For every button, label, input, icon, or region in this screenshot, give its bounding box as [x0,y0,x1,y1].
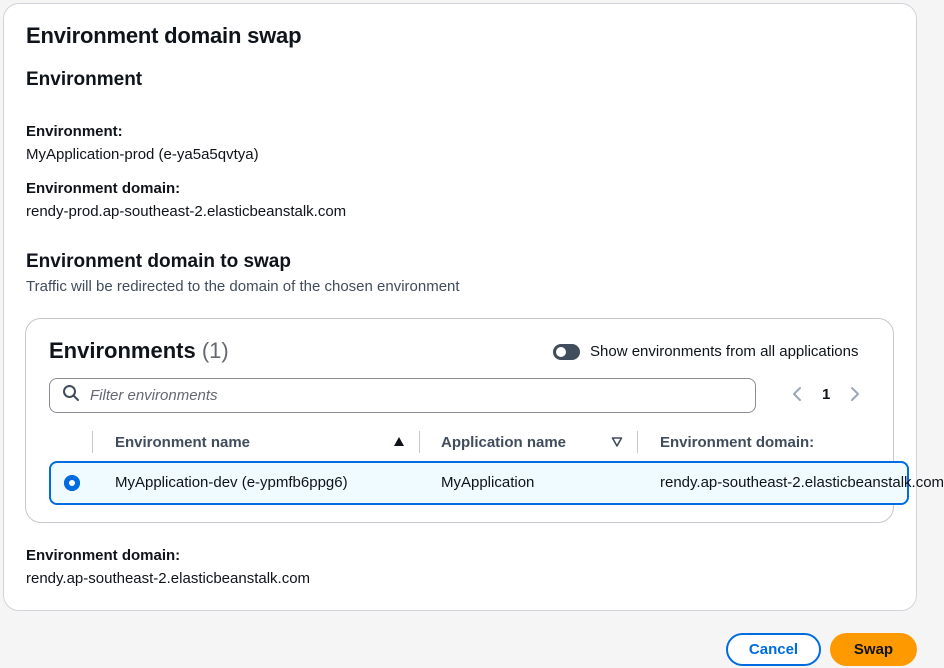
filter-box[interactable] [49,378,756,413]
chevron-left-icon[interactable] [790,384,804,404]
table-title-text: Environments [49,338,196,363]
column-divider [92,431,93,453]
toggle-switch[interactable] [553,343,580,360]
environment-label: Environment: [26,123,123,140]
cell-environment-domain: rendy.ap-southeast-2.elasticbeanstalk.co… [660,474,944,491]
cell-environment-name: MyApplication-dev (e-ypmfb6ppg6) [115,474,348,491]
environment-domain-label: Environment domain: [26,180,181,197]
swap-heading: Environment domain to swap [26,251,291,272]
table-title: Environments (1) [49,338,229,364]
environment-value: MyApplication-prod (e-ya5a5qvtya) [26,146,259,163]
filter-input[interactable] [90,387,710,404]
column-divider[interactable] [419,431,420,453]
table-header: Environment name Application name Enviro… [26,425,893,459]
domain-swap-panel: Environment domain swap Environment Envi… [3,3,944,611]
environment-domain-value: rendy-prod.ap-southeast-2.elasticbeansta… [26,203,347,220]
environments-table: Environments (1) Show environments from … [25,318,944,523]
column-divider[interactable] [637,431,638,453]
column-environment-name[interactable]: Environment name [115,434,251,451]
pagination: 1 [790,384,862,404]
column-application-name[interactable]: Application name [441,434,567,451]
table-count: (1) [201,338,229,363]
environment-heading: Environment [26,69,143,90]
row-select-radio[interactable] [64,475,80,491]
page-title: Environment domain swap [26,23,302,48]
selected-domain-label: Environment domain: [26,547,181,564]
cancel-button[interactable]: Cancel [726,633,821,666]
sort-ascending-icon[interactable] [393,435,405,447]
column-environment-domain[interactable]: Environment domain: [660,434,815,451]
swap-button[interactable]: Swap [830,633,917,666]
chevron-right-icon[interactable] [848,384,862,404]
cell-application-name: MyApplication [441,474,535,491]
sort-descending-icon[interactable] [611,435,623,447]
table-row[interactable]: MyApplication-dev (e-ypmfb6ppg6) MyAppli… [49,461,944,505]
selected-domain-value: rendy.ap-southeast-2.elasticbeanstalk.co… [26,570,311,587]
page-number[interactable]: 1 [822,385,831,403]
toggle-label: Show environments from all applications [590,343,859,360]
show-all-applications-toggle[interactable]: Show environments from all applications [553,343,858,360]
search-icon [62,384,80,407]
swap-description: Traffic will be redirected to the domain… [26,278,460,295]
